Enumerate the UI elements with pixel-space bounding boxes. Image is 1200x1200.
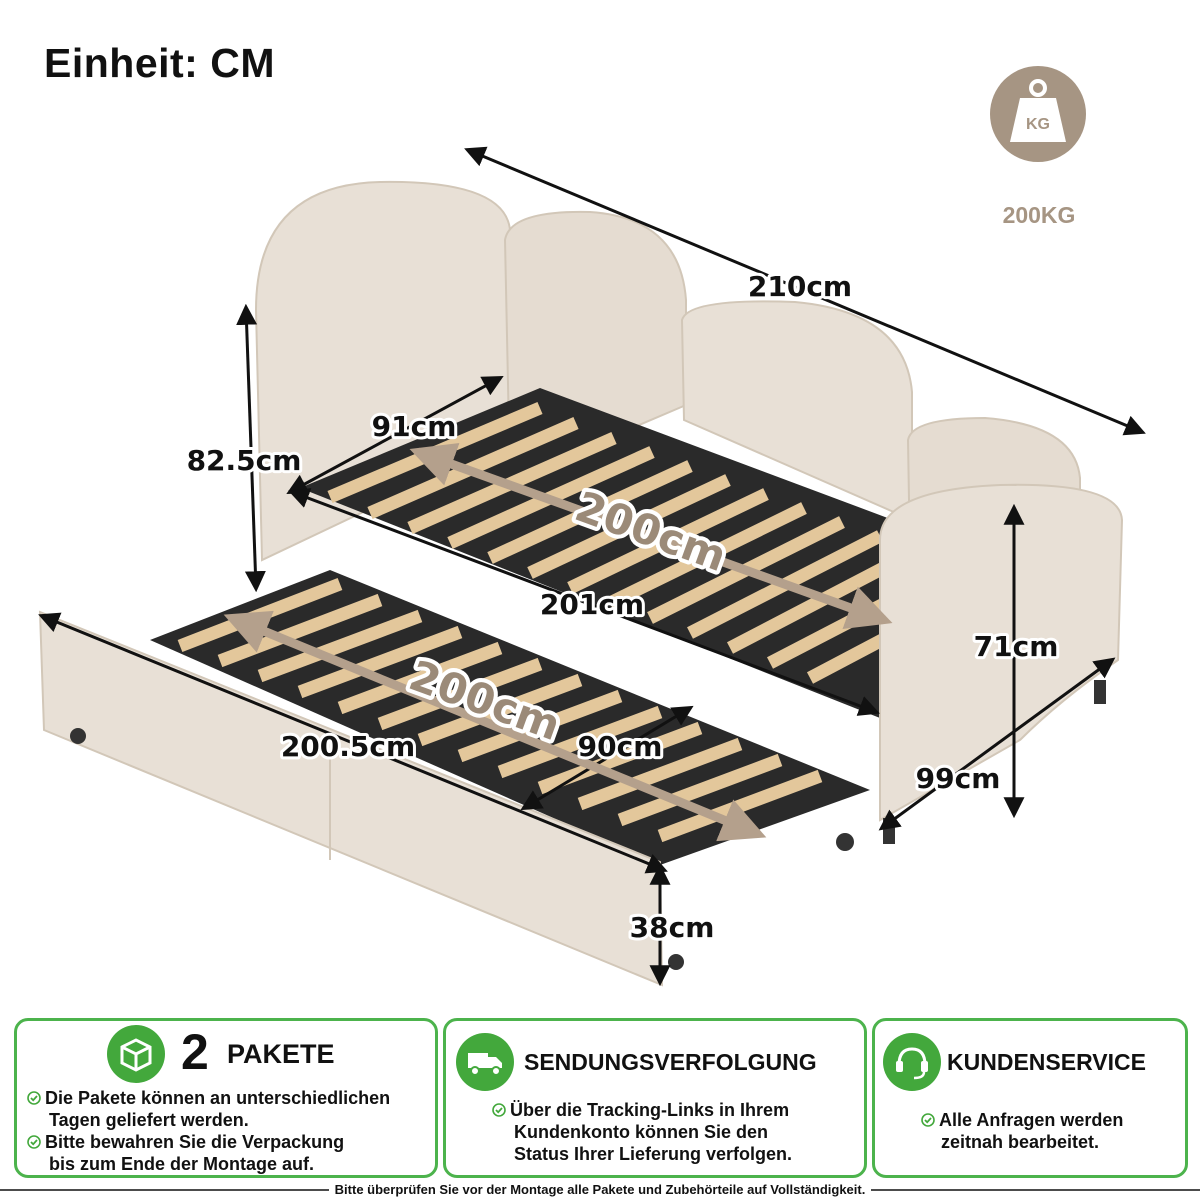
footer-notice: Bitte überprüfen Sie vor der Montage all… xyxy=(0,1180,1200,1200)
dim-trundle-height: 38cm xyxy=(630,911,715,944)
dim-line-210 xyxy=(464,146,1146,436)
dim-line-200-trundle xyxy=(223,610,767,842)
footer-text-label: Bitte überprüfen Sie vor der Montage all… xyxy=(328,1182,872,1197)
checkmark-icon xyxy=(27,1091,41,1105)
headset-icon xyxy=(883,1033,941,1091)
caster-wheel xyxy=(70,728,86,744)
tracking-title: SENDUNGSVERFOLGUNG xyxy=(524,1049,817,1075)
packages-text-1: Die Pakete können an unterschiedlichen xyxy=(45,1088,391,1108)
dim-total-length: 210cm xyxy=(748,270,852,303)
service-title: KUNDENSERVICE xyxy=(947,1049,1146,1075)
info-card-tracking: SENDUNGSVERFOLGUNG Über die Tracking-Lin… xyxy=(443,1018,867,1178)
checkmark-icon xyxy=(492,1103,506,1117)
service-text-2: zeitnah bearbeitet. xyxy=(941,1132,1100,1152)
dim-trundle-length: 200.5cm xyxy=(281,730,415,763)
leg-back-right xyxy=(1094,680,1106,704)
packages-text-2: Tagen geliefert werden. xyxy=(49,1110,249,1130)
checkmark-icon xyxy=(27,1135,41,1149)
tracking-text-2: Kundenkonto können Sie den xyxy=(514,1122,769,1142)
dim-line-82-5 xyxy=(236,303,266,593)
dim-frame-length: 201cm xyxy=(540,588,644,621)
caster-wheel xyxy=(668,954,684,970)
info-card-packages: 2 PAKETE Die Pakete können an unterschie… xyxy=(14,1018,438,1178)
dim-trundle-width: 90cm xyxy=(578,730,663,763)
checkmark-icon xyxy=(921,1113,935,1127)
service-line-1: Alle Anfragen werden xyxy=(921,1109,1123,1131)
delivery-truck-icon xyxy=(456,1033,514,1091)
service-text-1: Alle Anfragen werden xyxy=(939,1110,1124,1130)
weight-badge: KG xyxy=(990,66,1086,162)
dim-line-91 xyxy=(286,375,504,495)
unit-title: Einheit: CM xyxy=(44,40,275,86)
weight-icon-text: KG xyxy=(1026,116,1050,133)
daybed-illustration: 210cm 82.5cm 91cm 200cm 201cm 71cm 200cm… xyxy=(38,146,1146,987)
packages-title: PAKETE xyxy=(227,1039,335,1069)
dim-back-height: 82.5cm xyxy=(187,444,302,477)
caster-wheel xyxy=(836,833,854,851)
dim-line-200-top xyxy=(409,443,893,629)
packages-line-3: Bitte bewahren Sie die Verpackung xyxy=(27,1131,344,1153)
dim-line-99 xyxy=(878,657,1116,831)
dim-depth: 99cm xyxy=(916,762,1001,795)
packages-text-4: bis zum Ende der Montage auf. xyxy=(49,1154,315,1174)
tracking-line-1: Über die Tracking-Links in Ihrem xyxy=(492,1099,789,1121)
info-card-service: KUNDENSERVICE Alle Anfragen werden zeitn… xyxy=(872,1018,1188,1178)
tracking-text-3: Status Ihrer Lieferung verfolgen. xyxy=(514,1144,793,1164)
packages-line-1: Die Pakete können an unterschiedlichen xyxy=(27,1087,390,1109)
packages-text-3: Bitte bewahren Sie die Verpackung xyxy=(45,1132,345,1152)
weight-kg-icon: KG xyxy=(1010,79,1066,142)
dim-top-width: 91cm xyxy=(372,410,457,443)
package-box-icon xyxy=(107,1025,165,1083)
footer-text: Bitte überprüfen Sie vor der Montage all… xyxy=(0,1182,1200,1197)
packages-count: 2 xyxy=(181,1024,209,1080)
dimension-lines xyxy=(38,146,1146,987)
tracking-text-1: Über die Tracking-Links in Ihrem xyxy=(510,1100,790,1120)
dim-side-height: 71cm xyxy=(974,630,1059,663)
